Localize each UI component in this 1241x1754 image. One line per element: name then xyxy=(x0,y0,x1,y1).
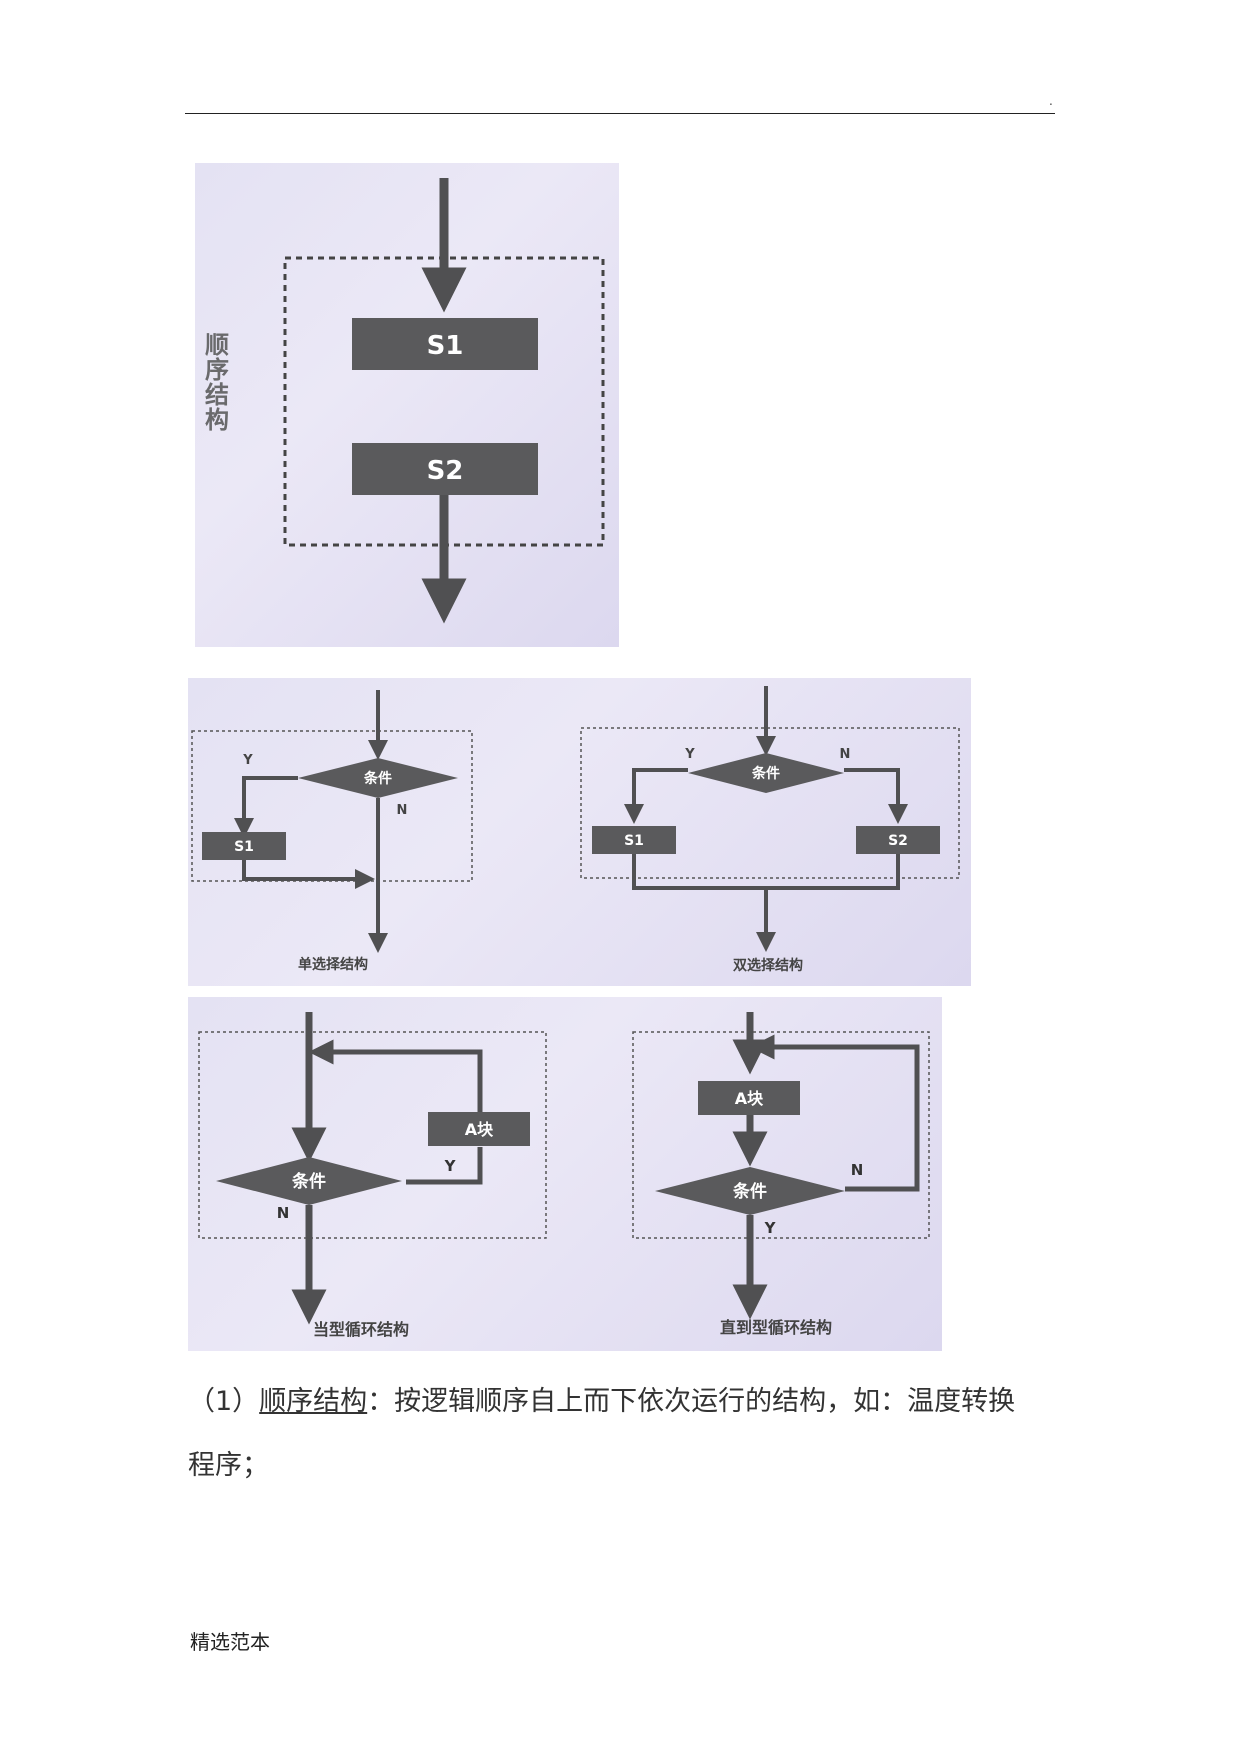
until-loop-chart: A块 条件 N Y 直到型循环结构 xyxy=(632,1012,930,1337)
item-number: （1） xyxy=(188,1386,260,1417)
header-rule xyxy=(185,113,1055,114)
while-condition-diamond xyxy=(216,1157,402,1205)
side-label-char: 构 xyxy=(205,406,229,434)
while-caption: 当型循环结构 xyxy=(313,1320,409,1339)
single-caption: 单选择结构 xyxy=(298,956,368,973)
until-yes-label: Y xyxy=(764,1219,777,1237)
term-sequential-structure: 顺序结构 xyxy=(259,1386,368,1417)
while-condition-label: 条件 xyxy=(291,1171,326,1192)
double-condition-label: 条件 xyxy=(751,765,780,782)
until-boundary xyxy=(632,1031,930,1239)
while-loop-back-path xyxy=(308,1039,483,1112)
double-boundary xyxy=(580,727,960,879)
sequential-structure-figure: S1 S2 顺 序 结 构 xyxy=(195,163,619,647)
double-no-label: N xyxy=(840,747,851,762)
double-s2-label: S2 xyxy=(888,833,908,849)
s1-label: S1 xyxy=(427,331,464,361)
selection-structure-figure: 条件 Y S1 N 单选择结构 条件 Y N S1 S2 双选择结构 xyxy=(188,678,971,986)
side-label-char: 序 xyxy=(205,356,229,384)
double-merge-path xyxy=(632,854,900,890)
single-s1-label: S1 xyxy=(234,839,254,855)
single-s1-box xyxy=(202,832,286,860)
single-merge-path xyxy=(242,860,375,889)
single-condition-label: 条件 xyxy=(363,770,392,787)
double-yes-label: Y xyxy=(684,747,695,762)
loop-structure-figure: 条件 Y A块 N 当型循环结构 A块 条件 N Y 直到型循环结构 xyxy=(188,997,942,1351)
definition-text-continued: 程序； xyxy=(188,1450,269,1481)
while-a-block xyxy=(428,1112,530,1146)
until-condition-label: 条件 xyxy=(732,1181,767,1202)
loop-flowcharts: 条件 Y A块 N 当型循环结构 A块 条件 N Y 直到型循环结构 xyxy=(198,1012,930,1339)
double-condition-diamond xyxy=(688,753,844,793)
s2-box xyxy=(352,443,538,495)
single-yes-label: Y xyxy=(242,753,253,768)
single-selection-chart: 条件 Y S1 N 单选择结构 xyxy=(191,690,473,973)
double-s1-label: S1 xyxy=(624,833,644,849)
sequential-side-label: 顺 序 结 构 xyxy=(205,331,229,434)
double-caption: 双选择结构 xyxy=(733,957,803,974)
single-yes-path xyxy=(234,776,298,838)
double-s2-box xyxy=(856,826,940,854)
double-yes-path xyxy=(624,768,688,824)
sequential-flowchart: S1 S2 顺 序 结 构 xyxy=(205,178,605,624)
while-no-label: N xyxy=(277,1204,290,1222)
until-a-block xyxy=(698,1081,800,1115)
double-s1-box xyxy=(592,826,676,854)
while-yes-path xyxy=(406,1147,483,1185)
s1-box xyxy=(352,318,538,370)
side-label-char: 结 xyxy=(205,381,229,409)
definition-text: ：按逻辑顺序自上而下依次运行的结构，如：温度转换 xyxy=(367,1386,1016,1417)
side-label-char: 顺 xyxy=(205,331,229,359)
header-dot: . xyxy=(1049,94,1053,108)
until-no-label: N xyxy=(851,1161,864,1179)
until-condition-diamond xyxy=(655,1167,845,1215)
until-no-loop-back-path xyxy=(749,1034,920,1192)
until-a-block-label: A块 xyxy=(735,1089,764,1108)
while-yes-label: Y xyxy=(444,1157,457,1175)
single-condition-diamond xyxy=(298,758,458,798)
until-caption: 直到型循环结构 xyxy=(720,1318,832,1337)
s2-label: S2 xyxy=(427,456,464,486)
while-a-block-label: A块 xyxy=(465,1120,494,1139)
body-paragraph: （1）顺序结构：按逻辑顺序自上而下依次运行的结构，如：温度转换 程序； xyxy=(188,1370,1058,1498)
while-boundary xyxy=(198,1031,547,1239)
footer-label: 精选范本 xyxy=(190,1630,270,1654)
double-selection-chart: 条件 Y N S1 S2 双选择结构 xyxy=(580,686,960,974)
selection-flowcharts: 条件 Y S1 N 单选择结构 条件 Y N S1 S2 双选择结构 xyxy=(191,686,960,974)
double-no-path xyxy=(844,768,908,824)
single-no-label: N xyxy=(397,803,408,818)
while-loop-chart: 条件 Y A块 N 当型循环结构 xyxy=(198,1012,547,1339)
